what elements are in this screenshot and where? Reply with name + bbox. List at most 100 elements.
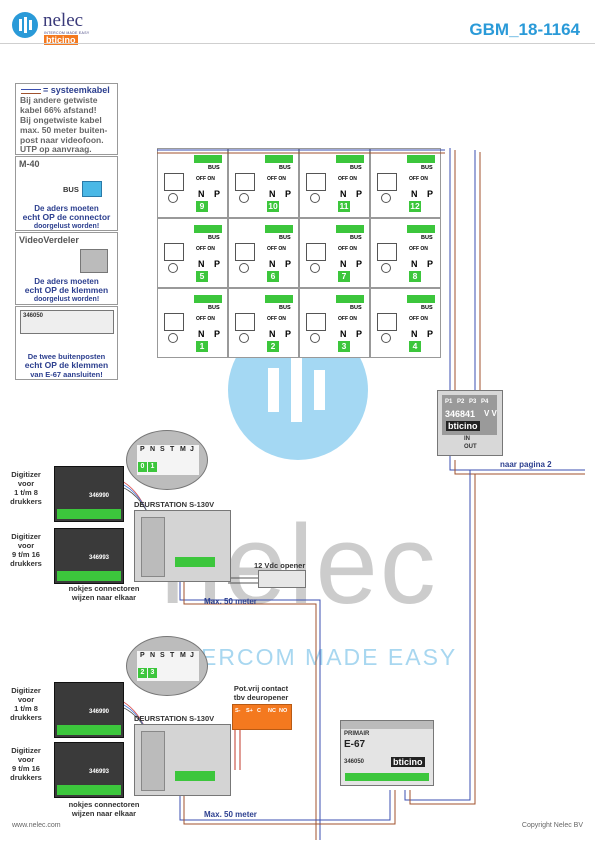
psu-primair: PRIMAIR [344,731,370,737]
bus-connector [265,155,293,163]
pin-label: S [160,446,165,453]
p-label: P [427,259,434,269]
videophone-button [239,193,249,203]
p-label: P [285,259,292,269]
videophone-screen [164,173,184,191]
p-label: P [356,259,363,269]
n-label: N [269,189,276,199]
off-on-label: OFF ON [409,316,428,322]
bus-connector [336,155,364,163]
bus-label: BUS [350,305,362,311]
videophone-number: 1 [196,341,208,352]
psu-model: 346050 [344,759,365,765]
bus-connector [194,295,222,303]
videophone-button [310,263,320,273]
s1-module-b: 346993 [54,528,124,584]
contact-term-label: C [257,708,261,714]
cable-legend-line [21,89,41,94]
contact-term-label: S- [235,708,241,714]
off-on-label: OFF ON [338,316,357,322]
videophone-button [168,333,178,343]
pin-label: S [160,652,165,659]
s1-door-opener [258,570,306,588]
wire-contact [234,730,241,770]
n-label: N [198,259,205,269]
s2-module-a: 346990 [54,682,124,738]
e67-text-3: van E-67 aansluiten! [30,370,103,379]
bus-label: BUS [208,165,220,171]
psu-e67: PRIMAIR E-67 346050 bticino [340,720,434,786]
videophone-cell: BUS OFF ON N P 11 [299,148,370,218]
bus-label: BUS [350,165,362,171]
distributor-brand: bticino [446,421,480,431]
pin-label: T [170,652,175,659]
pin-value: 1 [148,462,157,472]
videophone-number: 7 [338,271,350,282]
s1-module-a: 346990 [54,466,124,522]
distributor-model: 346841 [445,409,476,419]
off-on-label: OFF ON [267,246,286,252]
s2-max-distance: Max. 50 meter [204,810,257,819]
bus-connector [407,295,435,303]
brand-logo: nelec INTERCOM MADE EASY bticino [12,10,102,45]
distributor-vv: V V [484,409,497,418]
videophone-number: 5 [196,271,208,282]
videophone-number: 3 [338,341,350,352]
pin-label: M [180,652,186,659]
header-rule [0,43,595,44]
videophone-cell: BUS OFF ON N P 6 [228,218,299,288]
off-on-label: OFF ON [267,316,286,322]
n-label: N [411,329,418,339]
videophone-number: 6 [267,271,279,282]
videophone-cell: BUS OFF ON N P 12 [370,148,441,218]
pin-label: N [150,652,156,659]
videophone-cell: BUS OFF ON N P 3 [299,288,370,358]
s2-station-title: DEURSTATION S-130V [134,714,215,723]
n-label: N [269,259,276,269]
pin-label: P [140,652,145,659]
pin-label: J [190,446,194,453]
distributor-port-1: P1 [445,399,453,405]
videophone-grid: BUS OFF ON N P 9 BUS OFF ON N P 10 BUS O… [157,148,441,358]
e67-note: 346050 De twee buitenposten echt OP de k… [15,306,118,380]
distributor-port-4: P4 [481,399,489,405]
station2-pin-zoom [126,636,208,696]
nelec-logo-icon [12,12,38,38]
videophone-screen [377,243,397,261]
off-on-label: OFF ON [338,176,357,182]
s1-opener-label: 12 Vdc opener [254,561,306,570]
bus-label: BUS [421,165,433,171]
videophone-cell: BUS OFF ON N P 2 [228,288,299,358]
bus-label: BUS [421,235,433,241]
videophone-screen [235,243,255,261]
videophone-number: 12 [409,201,421,212]
videophone-screen [377,313,397,331]
cable-line-3: Bij ongetwiste kabel [20,115,102,125]
s1-max-distance: Max. 50 meter [204,597,257,606]
s2-module-b: 346993 [54,742,124,798]
bus-connector [194,225,222,233]
n-label: N [198,189,205,199]
distributor-in: IN [464,436,470,442]
pin-value: 0 [138,462,147,472]
psu-brand: bticino [391,757,425,767]
videophone-cell: BUS OFF ON N P 8 [370,218,441,288]
videophone-number: 11 [338,201,350,212]
videophone-screen [306,313,326,331]
bus-connector [407,225,435,233]
n-label: N [411,189,418,199]
bus-connector [407,155,435,163]
e67-text-1: De twee buitenposten [27,352,106,361]
p-label: P [427,329,434,339]
cable-line-4: max. 50 meter buiten- [20,125,108,135]
pin-label: P [140,446,145,453]
videophone-button [239,333,249,343]
p-label: P [214,329,221,339]
n-label: N [340,259,347,269]
s2-module-b-model: 346993 [89,769,110,775]
